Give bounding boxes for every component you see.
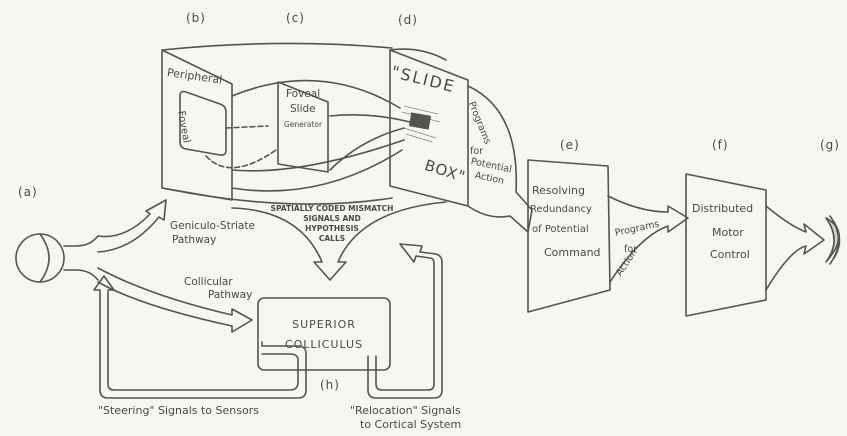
collicular-label-1: Collicular (184, 276, 233, 288)
foveal-slide-label-2: Slide (290, 103, 316, 115)
label-b: (b) (186, 11, 206, 25)
mismatch-label-4: CALLS (262, 234, 402, 243)
geniculo-striate-label-2: Pathway (172, 234, 216, 246)
foveal-slide-label-1: Foveal (286, 88, 320, 100)
label-c: (c) (286, 11, 305, 25)
resolving-redundancy-panel (528, 160, 610, 312)
geniculo-striate-arrow (98, 200, 166, 252)
geniculo-striate-label-1: Geniculo-Striate (170, 220, 255, 232)
resolving-label-1: Resolving (532, 184, 585, 197)
label-d: (d) (398, 13, 418, 27)
superior-colliculus-box (258, 298, 390, 370)
label-h: (h) (320, 378, 340, 392)
distributed-label-2: Motor (712, 226, 744, 239)
mismatch-label-1: SPATIALLY CODED MISMATCH (262, 204, 402, 213)
resolving-label-4: Command (544, 246, 601, 259)
mismatch-label-3: HYPOTHESIS (262, 224, 402, 233)
resolving-label-2: Redundancy (530, 204, 592, 215)
label-e: (e) (560, 138, 580, 152)
resolving-label-3: of Potential (532, 224, 589, 235)
mismatch-label-2: SIGNALS AND (262, 214, 402, 223)
colliculus-label-1: SUPERIOR (258, 318, 390, 331)
steering-signals-label: "Steering" Signals to Sensors (98, 404, 259, 417)
muscle-icon (826, 216, 840, 264)
label-g: (g) (820, 138, 840, 152)
relocation-signals-label-2: to Cortical System (360, 418, 461, 431)
colliculus-label-2: COLLICULUS (258, 338, 390, 351)
eye-icon (16, 234, 98, 282)
collicular-label-2: Pathway (208, 289, 252, 301)
foveal-slide-label-3: Generator (284, 120, 322, 129)
distributed-label-3: Control (710, 248, 750, 261)
label-a: (a) (18, 185, 38, 199)
distributed-motor-panel (686, 174, 766, 316)
label-f: (f) (712, 138, 729, 152)
motor-output-arrow (766, 206, 824, 290)
steering-feedback-arrow (94, 276, 306, 398)
relocation-signals-label-1: "Relocation" Signals (350, 404, 461, 417)
distributed-label-1: Distributed (692, 202, 753, 215)
